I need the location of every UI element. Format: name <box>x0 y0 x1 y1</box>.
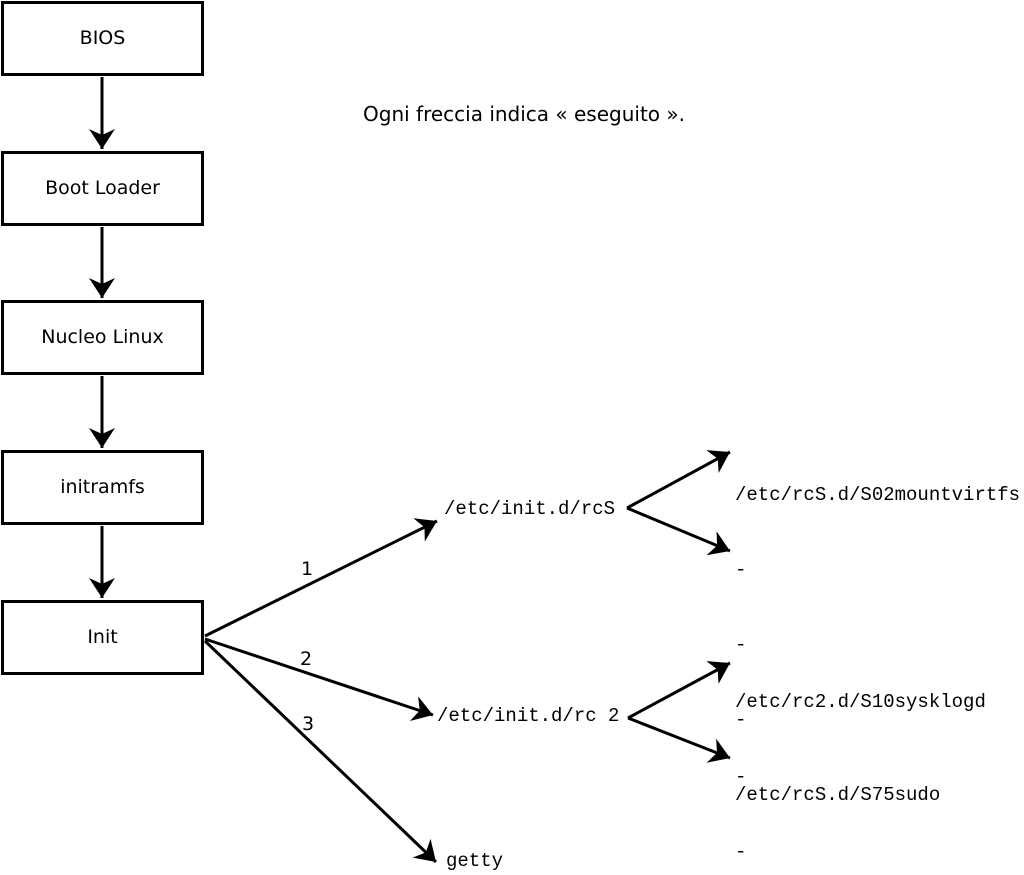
branch-number-3: 3 <box>302 713 315 735</box>
branch-target-rc2: /etc/init.d/rc 2 <box>437 705 620 727</box>
rcs-ellipsis-dash-2: - <box>735 634 747 656</box>
arrow-rcs-to-s75sudo-icon <box>626 506 731 556</box>
rcs-scripts-list: /etc/rcS.d/S02mountvirtfs - - - /etc/rcS… <box>735 433 1020 858</box>
diagram-caption: Ogni freccia indica « eseguito ». <box>363 102 685 126</box>
arrow-init-to-rcs-icon <box>204 518 438 638</box>
rcs-ellipsis-dash-3: - <box>735 709 747 731</box>
arrow-rcs-to-s02mountvirtfs-icon <box>626 450 731 510</box>
branch-number-2: 2 <box>300 648 313 670</box>
rcs-script-first: /etc/rcS.d/S02mountvirtfs <box>735 484 1021 506</box>
flow-box-initramfs: initramfs <box>1 450 204 525</box>
branch-target-getty: getty <box>446 850 504 872</box>
rc2-ellipsis-dash-1: - <box>735 766 747 788</box>
flow-box-init-label: Init <box>87 626 118 648</box>
flow-box-initramfs-label: initramfs <box>60 476 145 498</box>
rc2-script-first: /etc/rc2.d/S10sysklogd <box>735 691 986 713</box>
flow-box-nucleo-linux: Nucleo Linux <box>1 300 204 375</box>
rcs-script-last: /etc/rcS.d/S75sudo <box>735 784 941 806</box>
arrow-init-to-getty-icon <box>203 639 438 864</box>
branch-target-rcs: /etc/init.d/rcS <box>444 498 616 520</box>
rcs-ellipsis-dash-1: - <box>735 559 747 581</box>
flow-box-boot-loader-label: Boot Loader <box>45 177 160 199</box>
flow-box-boot-loader: Boot Loader <box>1 151 204 226</box>
rc2-scripts-list: /etc/rc2.d/S10sysklogd - - - /etc/rc2.d/… <box>735 640 986 875</box>
rc2-ellipsis-dash-2: - <box>735 841 747 863</box>
flow-box-nucleo-linux-label: Nucleo Linux <box>41 326 164 348</box>
flow-box-bios: BIOS <box>1 1 204 76</box>
flow-box-bios-label: BIOS <box>79 27 126 49</box>
arrow-rc2-to-s99gdm-icon <box>627 716 731 763</box>
arrow-init-to-rc2-icon <box>204 637 434 722</box>
arrow-rc2-to-s10sysklogd-icon <box>627 661 731 720</box>
branch-number-1: 1 <box>301 558 314 580</box>
flow-box-init: Init <box>1 600 204 675</box>
